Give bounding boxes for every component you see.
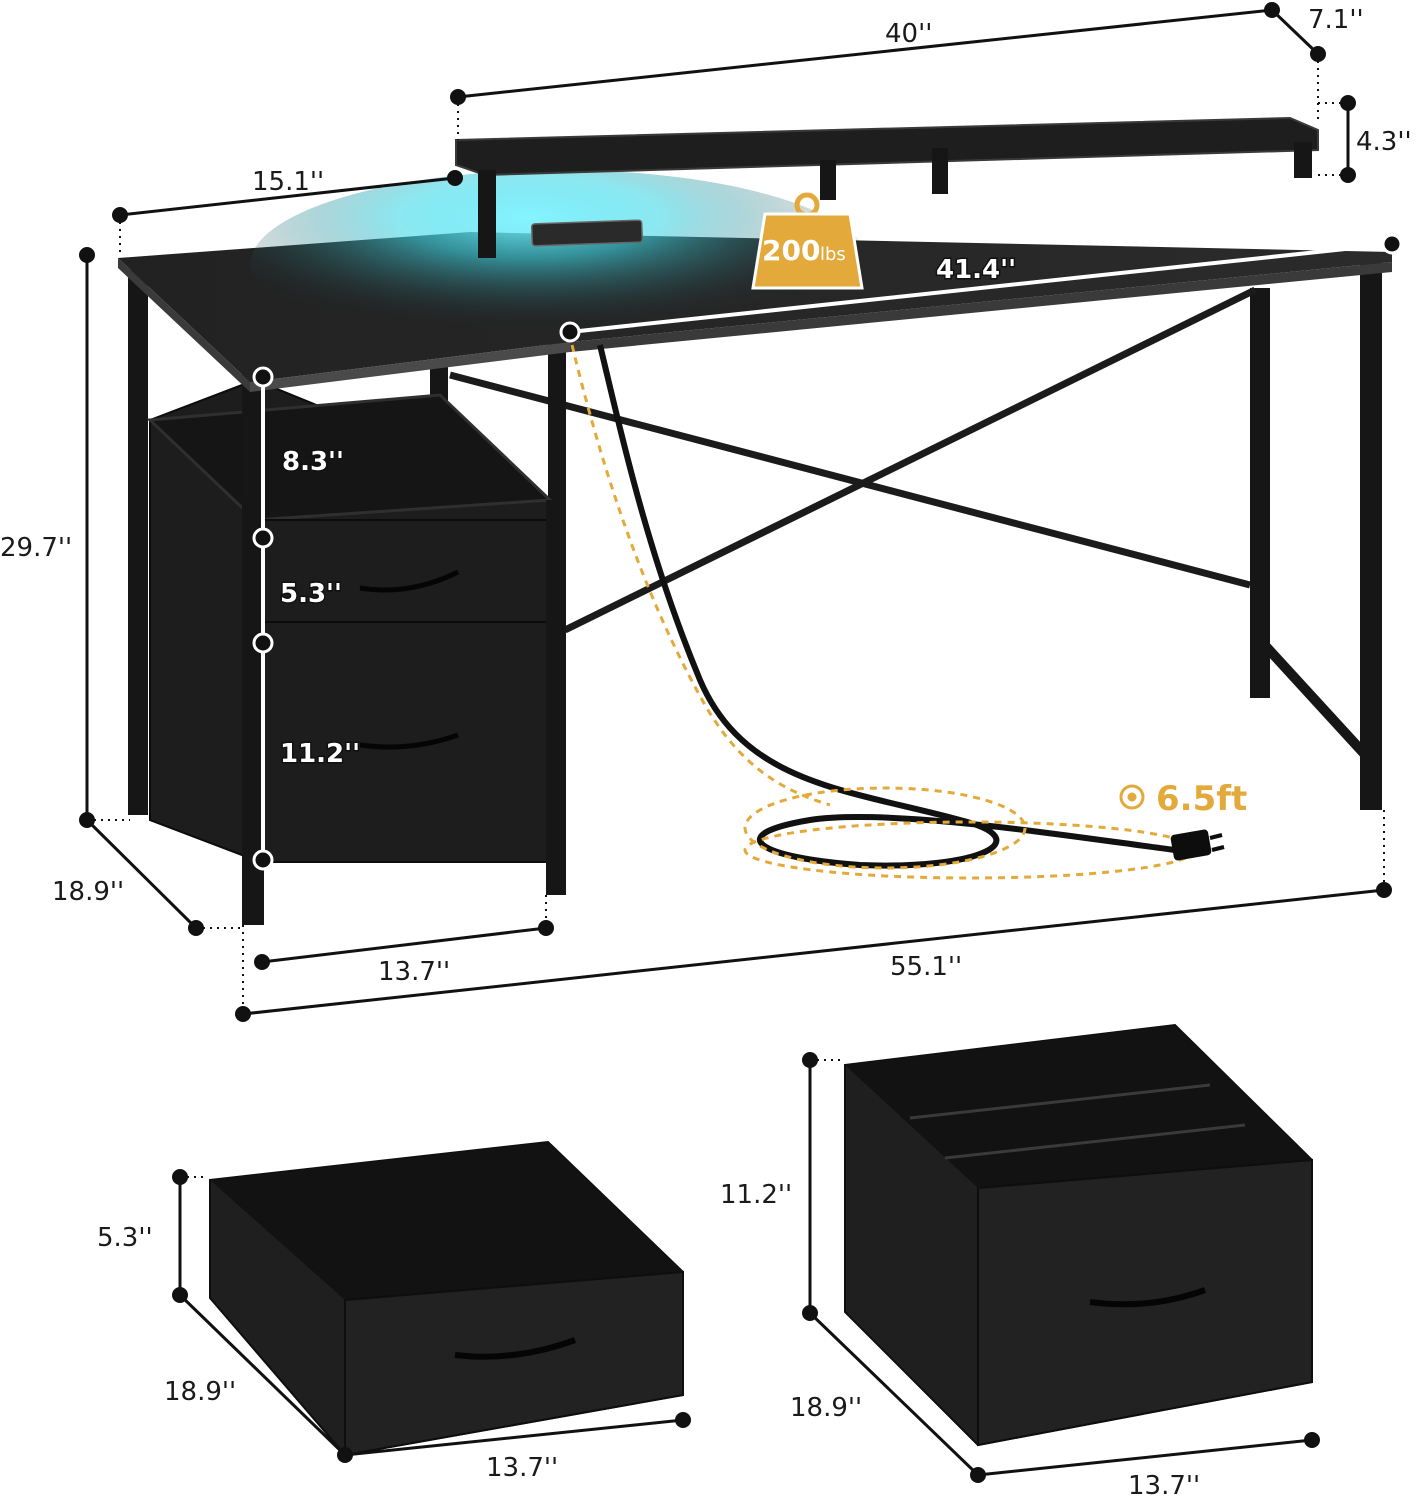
dim-dot [252, 366, 274, 388]
label-small-drawer-height: 5.3'' [280, 579, 342, 609]
right-side-rail [1256, 636, 1374, 764]
small-drawer-front-panel [344, 1270, 684, 1457]
label-hutch-depth: 7.1'' [1308, 5, 1364, 35]
desktop-left-edge [118, 258, 250, 392]
dim-dot [252, 632, 274, 654]
label-shelf-gap: 8.3'' [282, 447, 344, 477]
dim-dot [252, 849, 274, 871]
front-left-leg [242, 370, 264, 925]
dim-line-hutch-width [457, 8, 1273, 99]
plug-prong-b [1211, 845, 1225, 852]
dim-line-desktop-right [569, 242, 1393, 334]
file-drawer-pull-handle [1089, 1287, 1207, 1308]
label-small-drawer-height-detail: 5.3'' [97, 1223, 153, 1253]
label-desktop-right: 41.4'' [936, 255, 1016, 285]
led-glow [250, 170, 870, 360]
file-drawer-illustration [844, 1023, 1313, 1447]
dim-dot [1340, 95, 1356, 111]
dim-dot [538, 920, 554, 936]
file-drawer-interior [845, 1025, 1312, 1188]
label-large-drawer-height: 11.2'' [280, 739, 360, 769]
weight-icon [751, 212, 864, 290]
dim-line-cabinet-width [261, 926, 547, 964]
desk-dimension-lines [79, 2, 1403, 1022]
radio-dot-icon-center [1127, 792, 1137, 802]
dim-line [808, 1311, 980, 1477]
dim-line [344, 1418, 684, 1457]
dim-dot [235, 1006, 251, 1022]
label-cabinet-width: 13.7'' [378, 957, 450, 987]
cord-length-guide [570, 344, 831, 807]
dim-line [178, 1293, 347, 1457]
dim-line-hutch-depth [1270, 8, 1320, 56]
small-drawer-dimensions [172, 1169, 691, 1463]
small-drawer-illustration [209, 1140, 684, 1457]
dim-dot [254, 954, 270, 970]
file-hanging-rail-a [909, 1083, 1211, 1120]
label-desk-height: 29.7'' [0, 533, 72, 563]
label-hutch-height: 4.3'' [1356, 127, 1412, 157]
cross-brace-b [563, 286, 1257, 634]
dim-dot [252, 527, 274, 549]
dim-dot [559, 321, 581, 343]
label-desk-depth: 18.9'' [52, 877, 124, 907]
dim-line [977, 1438, 1313, 1477]
file-hanging-rail-b [944, 1123, 1246, 1160]
label-file-drawer-depth: 18.9'' [790, 1393, 862, 1423]
hutch-leg-mid2 [932, 148, 948, 194]
file-drawer-dimensions [802, 1052, 1320, 1483]
hutch-leg-left [478, 170, 496, 258]
large-drawer-handle [359, 732, 459, 750]
load-unit: lbs [820, 244, 846, 265]
hutch-top [455, 116, 1319, 177]
power-strip [531, 219, 643, 247]
cord-length-label: 6.5ft [1156, 779, 1247, 819]
cabinet-right-leg [546, 500, 566, 895]
dim-dot [1304, 1432, 1320, 1448]
small-drawer-handle [359, 569, 460, 593]
front-right-leg [1360, 262, 1382, 810]
dim-line-desk-depth [85, 818, 198, 930]
label-small-drawer-width: 13.7'' [486, 1453, 558, 1483]
label-file-drawer-width: 13.7'' [1128, 1471, 1200, 1500]
power-cord [597, 344, 1176, 869]
dim-dot [1381, 233, 1403, 255]
dim-line-hutch-offset [119, 176, 456, 217]
small-drawer-pull-handle [454, 1337, 577, 1360]
radio-dot-icon [1119, 784, 1145, 810]
back-right-leg [1250, 288, 1270, 698]
label-desk-width: 55.1'' [890, 952, 962, 982]
dim-line-desk-width [242, 888, 1385, 1016]
label-hutch-width: 40'' [885, 19, 932, 49]
label-hutch-offset: 15.1'' [252, 167, 324, 197]
label-small-drawer-depth: 18.9'' [164, 1377, 236, 1407]
cord-coil-outline-a [743, 786, 1027, 870]
small-drawer-interior [210, 1142, 683, 1300]
dim-dot [675, 1412, 691, 1428]
cross-brace-a [449, 371, 1251, 589]
load-capacity-badge: 200 lbs [751, 192, 864, 290]
plug [1170, 829, 1212, 861]
cord-length-callout: 6.5ft [1119, 779, 1247, 819]
large-drawer-front [261, 621, 548, 863]
back-left-front-leg [128, 270, 148, 815]
dim-dot [1340, 167, 1356, 183]
hutch-leg-mid [820, 160, 836, 200]
desk-illustration [118, 116, 1392, 925]
plug-prong-a [1209, 833, 1223, 840]
hutch-leg-right [1294, 142, 1312, 178]
dim-dot [1376, 882, 1392, 898]
dim-dot [447, 170, 463, 186]
cord-coil-outline-b [743, 820, 1197, 880]
dim-dot [79, 247, 95, 263]
label-file-drawer-height: 11.2'' [720, 1180, 792, 1210]
load-value: 200 [762, 234, 820, 267]
